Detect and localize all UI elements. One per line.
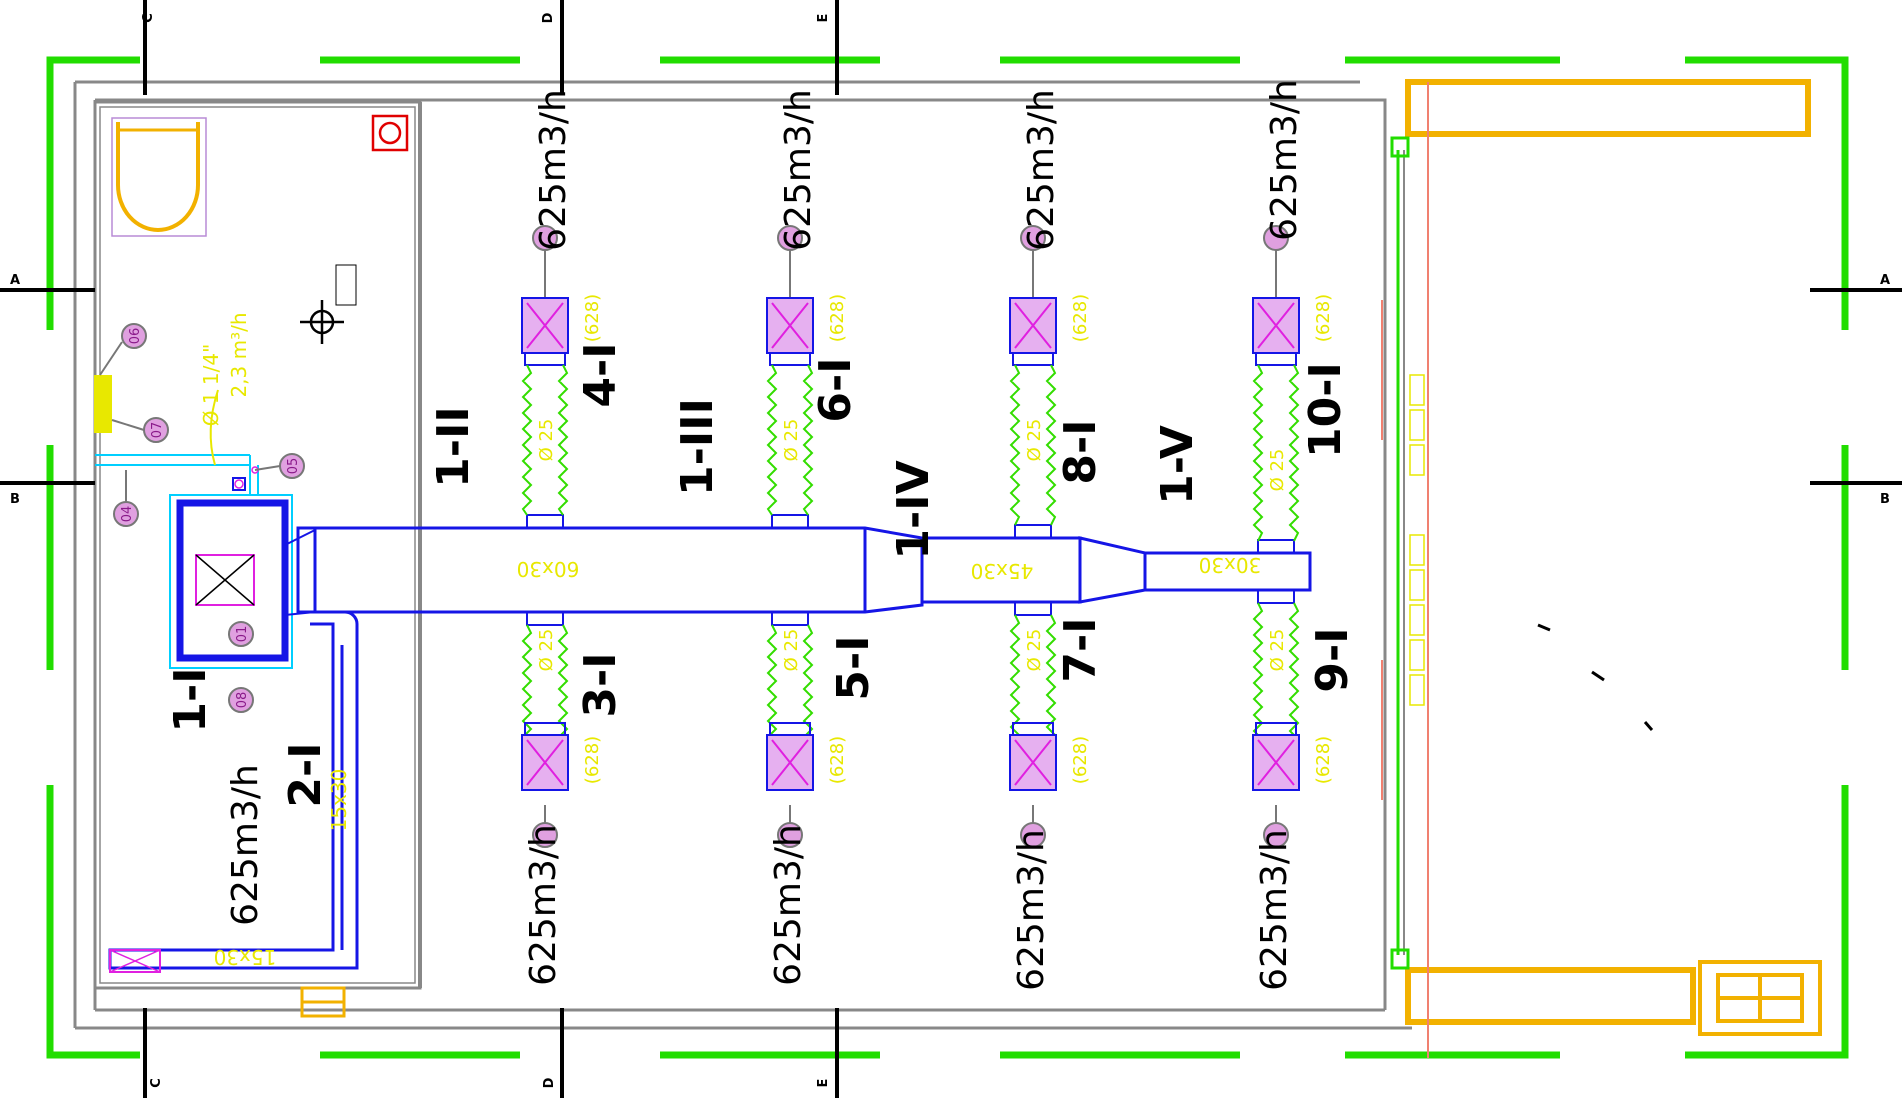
flex-dia-4-top: Ø 25 <box>1267 449 1288 492</box>
segment-7-I: 7-I <box>1055 617 1106 682</box>
flex-dia-4-bottom: Ø 25 <box>1267 629 1288 672</box>
right-wall-openings <box>300 79 1822 1058</box>
green-wall-markers <box>46 56 1849 1059</box>
flow-label-1-top: 625m3/h <box>533 89 574 251</box>
segment-1-IV: 1-IV <box>888 460 939 559</box>
equipment-tags <box>99 323 305 713</box>
flow-label-return: 625m3/h <box>225 764 266 926</box>
segment-1-I: 1-I <box>165 667 216 732</box>
axis-right-a: A <box>1880 273 1890 288</box>
segment-4-I: 4-I <box>575 342 626 407</box>
axis-left-a: A <box>10 273 20 288</box>
diffuser-code-3-top: (628) <box>1070 294 1091 342</box>
duct-size-return-horizontal: 15x30 <box>214 945 277 969</box>
flex-dia-3-top: Ø 25 <box>1024 419 1045 462</box>
branch-col-3 <box>1009 225 1057 848</box>
tag-05: 05 <box>286 458 301 475</box>
segment-8-I: 8-I <box>1055 419 1106 484</box>
pipe-fittings <box>94 375 259 491</box>
flex-dia-3-bottom: Ø 25 <box>1024 629 1045 672</box>
supply-duct-trunk <box>296 526 1312 614</box>
building-walls <box>73 80 1412 1030</box>
segment-1-II: 1-II <box>428 406 479 488</box>
fixture-outline <box>111 117 207 237</box>
flow-label-2-top: 625m3/h <box>778 89 819 251</box>
duct-size-return-vertical: 15x30 <box>327 769 351 832</box>
duct-size-30x30: 30x30 <box>1199 553 1262 577</box>
axis-top-e: E <box>816 14 831 23</box>
duct-size-45x30: 45x30 <box>971 559 1034 583</box>
diffuser-code-3-bottom: (628) <box>1070 736 1091 784</box>
segment-9-I: 9-I <box>1307 627 1358 692</box>
diffuser-code-4-top: (628) <box>1313 294 1334 342</box>
flow-label-4-top: 625m3/h <box>1264 79 1305 241</box>
fixtures <box>111 114 409 344</box>
flex-dia-2-top: Ø 25 <box>781 419 802 462</box>
branch-col-4 <box>1252 225 1300 848</box>
segment-6-I: 6-I <box>810 357 861 422</box>
diffuser-code-2-top: (628) <box>827 294 848 342</box>
branches <box>521 225 1300 848</box>
chilled-water-piping <box>95 454 259 495</box>
tag-01: 01 <box>235 626 250 643</box>
branch-col-1 <box>521 225 569 848</box>
return-grille <box>109 949 161 973</box>
sensor-icon <box>300 264 357 344</box>
toilet-icon <box>116 122 200 232</box>
pipe-flow-label: 2,3 m³/h <box>227 312 251 397</box>
segment-5-I: 5-I <box>828 635 879 700</box>
flow-label-2-bottom: 625m3/h <box>768 824 809 986</box>
segment-1-III: 1-III <box>672 398 723 496</box>
flow-label-1-bottom: 625m3/h <box>523 824 564 986</box>
flex-dia-1-top: Ø 25 <box>536 419 557 462</box>
axis-left-b: B <box>10 492 20 507</box>
tag-06: 06 <box>128 328 143 345</box>
axis-bottom-c: C <box>149 1078 164 1088</box>
flow-label-3-top: 625m3/h <box>1021 89 1062 251</box>
axis-bottom-d: D <box>542 1077 557 1088</box>
segment-3-I: 3-I <box>575 652 626 717</box>
return-duct <box>108 610 359 973</box>
tag-07: 07 <box>150 422 165 439</box>
pipe-diameter-label: Ø 1 1/4" <box>199 344 223 427</box>
axis-top-d: D <box>541 12 556 23</box>
flow-label-3-bottom: 625m3/h <box>1011 829 1052 991</box>
axis-bottom-e: E <box>816 1079 831 1088</box>
extinguisher-icon <box>371 114 409 152</box>
duct-size-60x30: 60x30 <box>517 557 580 581</box>
tag-04: 04 <box>120 506 135 523</box>
axis-top-c: C <box>141 13 156 23</box>
diffuser-code-2-bottom: (628) <box>827 736 848 784</box>
tag-08: 08 <box>235 692 250 709</box>
axis-right-b: B <box>1880 492 1890 507</box>
flow-label-4-bottom: 625m3/h <box>1254 829 1295 991</box>
air-handling-unit <box>169 494 316 669</box>
diffuser-code-4-bottom: (628) <box>1313 736 1334 784</box>
diffuser-code-1-bottom: (628) <box>582 736 603 784</box>
diffuser-code-1-top: (628) <box>582 294 603 342</box>
flex-dia-1-bottom: Ø 25 <box>536 629 557 672</box>
segment-2-I: 2-I <box>280 742 331 807</box>
branch-col-2 <box>766 225 814 848</box>
segment-10-I: 10-I <box>1300 362 1351 458</box>
segment-1-V: 1-V <box>1152 425 1203 505</box>
flex-dia-2-bottom: Ø 25 <box>781 629 802 672</box>
